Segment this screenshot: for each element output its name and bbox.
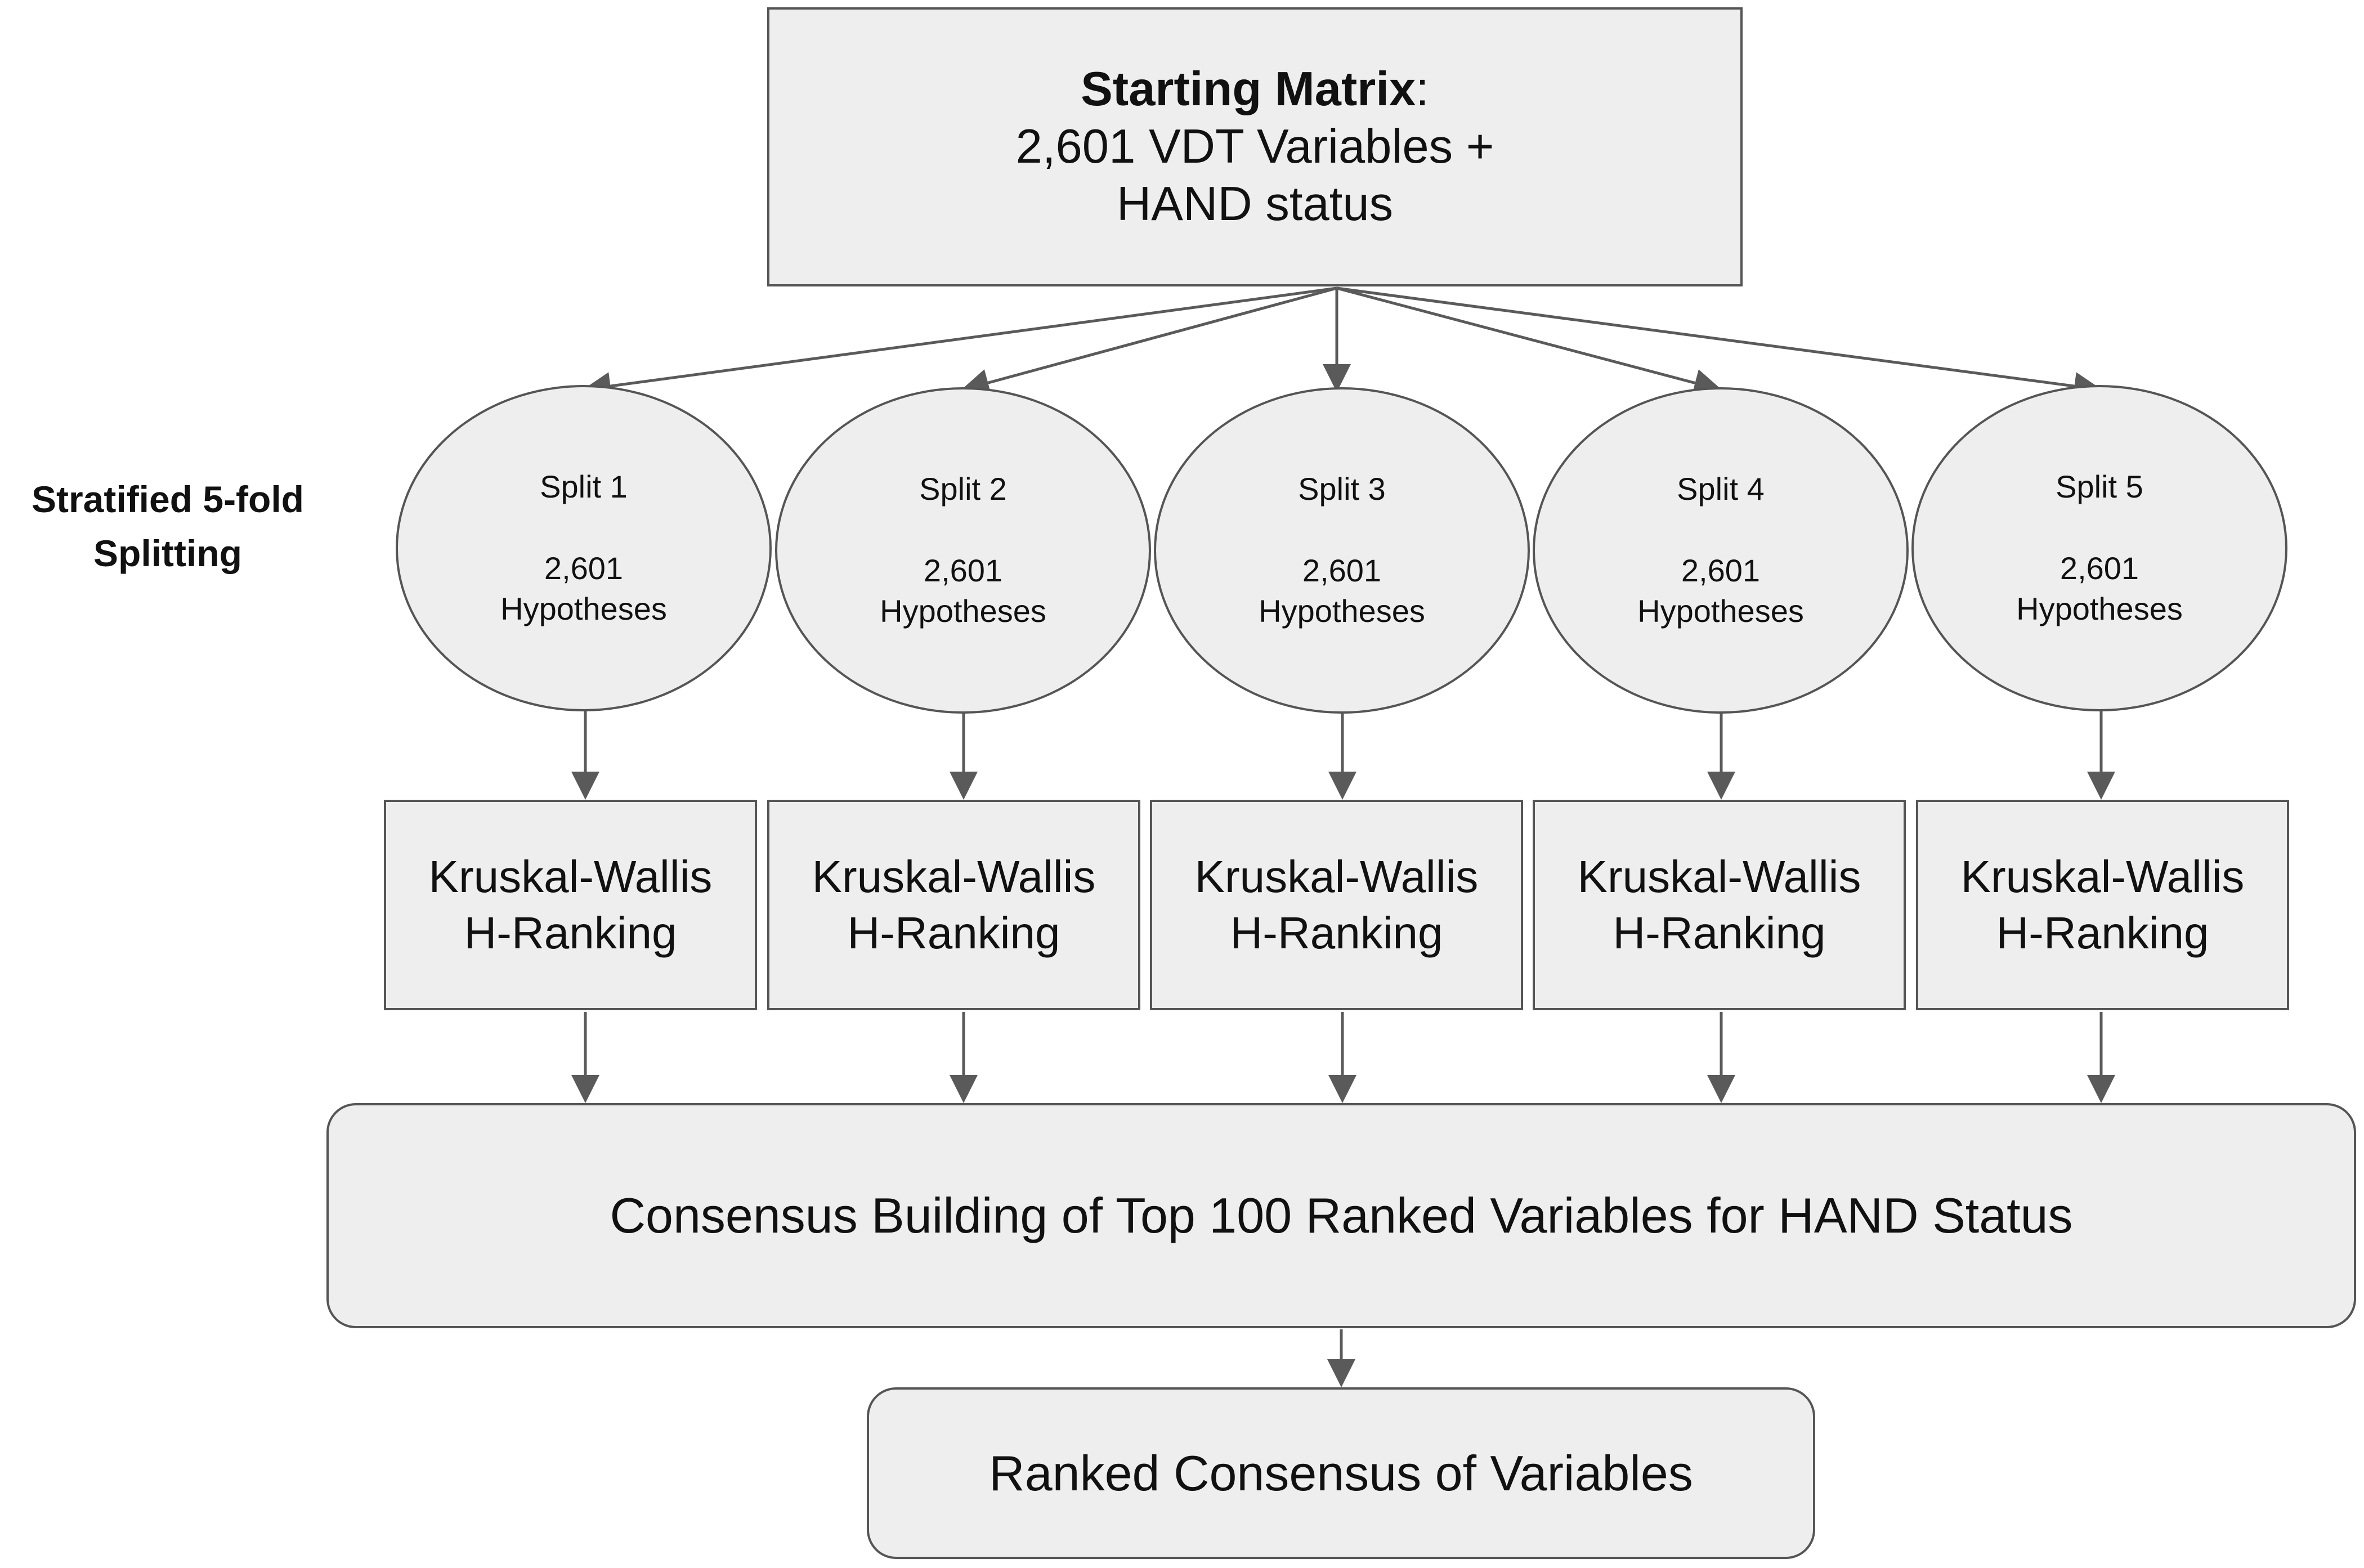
split-3-name: Split 3 (1298, 471, 1386, 507)
split-3-count: 2,601 (1302, 552, 1382, 588)
ranked-consensus-text: Ranked Consensus of Variables (989, 1445, 1693, 1501)
starting-matrix-variables: 2,601 VDT Variables + (1015, 120, 1494, 173)
split-1-name: Split 1 (540, 468, 628, 504)
split-4-unit: Hypotheses (1637, 593, 1804, 629)
split-1-count: 2,601 (544, 550, 624, 586)
arrow-matrix-to-split-1 (583, 286, 1337, 400)
ranking-box-1: Kruskal-Wallis H-Ranking (384, 800, 757, 1010)
split-5-node: Split 5 2,601 Hypotheses (1911, 385, 2287, 711)
arrow-matrix-to-split-5 (1336, 286, 2102, 400)
split-1-unit: Hypotheses (500, 591, 667, 627)
ranked-consensus-box: Ranked Consensus of Variables (867, 1387, 1815, 1559)
split-5-name: Split 5 (2056, 468, 2143, 504)
split-4-count: 2,601 (1681, 552, 1761, 588)
split-2-name: Split 2 (919, 471, 1007, 507)
starting-matrix-status: HAND status (1116, 177, 1394, 231)
stratified-splitting-label: Stratified 5-fold Splitting (31, 478, 304, 574)
split-5-count: 2,601 (2059, 550, 2139, 586)
consensus-building-box: Consensus Building of Top 100 Ranked Var… (326, 1103, 2356, 1328)
split-4-node: Split 4 2,601 Hypotheses (1533, 387, 1909, 714)
split-5-unit: Hypotheses (2016, 591, 2183, 627)
ranking-box-5: Kruskal-Wallis H-Ranking (1916, 800, 2289, 1010)
ranking-box-4: Kruskal-Wallis H-Ranking (1533, 800, 1906, 1010)
split-2-count: 2,601 (923, 552, 1003, 588)
split-1-node: Split 1 2,601 Hypotheses (396, 385, 772, 711)
arrow-matrix-to-split-4 (1336, 286, 1722, 397)
starting-matrix-title: Starting Matrix: (1081, 62, 1429, 116)
consensus-building-text: Consensus Building of Top 100 Ranked Var… (610, 1188, 2073, 1243)
split-3-node: Split 3 2,601 Hypotheses (1154, 387, 1530, 714)
split-3-unit: Hypotheses (1259, 593, 1425, 629)
ranking-box-2: Kruskal-Wallis H-Ranking (767, 800, 1140, 1010)
split-4-name: Split 4 (1677, 471, 1765, 507)
split-2-unit: Hypotheses (880, 593, 1046, 629)
starting-matrix-box: Starting Matrix: 2,601 VDT Variables + H… (767, 7, 1743, 286)
ranking-box-3: Kruskal-Wallis H-Ranking (1150, 800, 1523, 1010)
arrow-matrix-to-split-2 (961, 286, 1337, 397)
split-2-node: Split 2 2,601 Hypotheses (775, 387, 1151, 714)
